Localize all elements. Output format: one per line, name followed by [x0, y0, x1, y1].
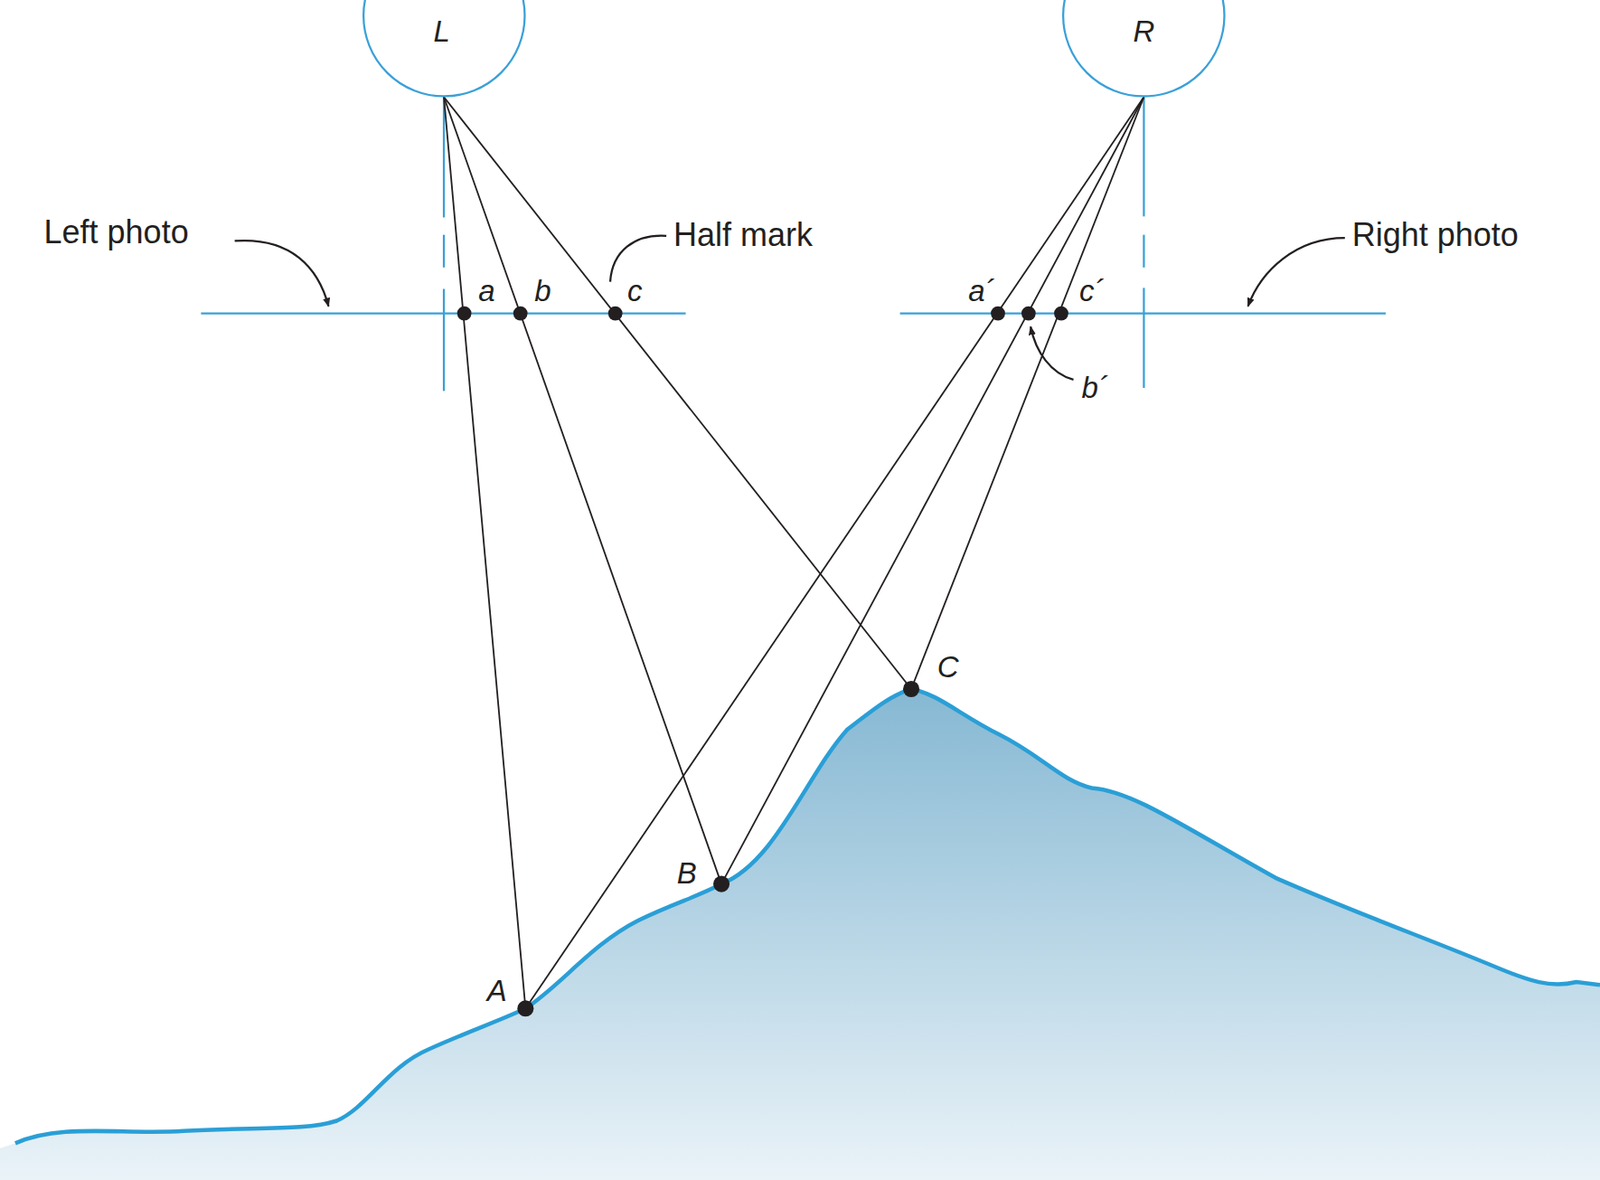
ground-point-label: C: [937, 651, 960, 682]
lens-label: L: [433, 15, 451, 46]
lens-circle: R: [1062, 0, 1226, 97]
lens-circle-outline: [1063, 0, 1224, 96]
photo-planes: [200, 96, 1386, 391]
callout-label: Half mark: [673, 218, 813, 252]
light-rays: [443, 96, 1144, 1008]
lens-outline: [362, 0, 527, 97]
terrain-outline: [15, 688, 1600, 1143]
image-point-label: b´: [1082, 371, 1109, 402]
ground-point-label: A: [487, 974, 508, 1005]
lens-circle: L: [362, 0, 527, 97]
image-point-label: a´: [968, 274, 995, 305]
lens-label: R: [1132, 15, 1155, 46]
photo-label: Left photo: [44, 216, 189, 249]
photo-label: Right photo: [1352, 218, 1519, 252]
ground-point-label: B: [677, 857, 697, 888]
image-point-label: c: [627, 274, 643, 305]
image-point-label: b: [534, 274, 551, 305]
lens-outline: [1062, 0, 1226, 97]
terrain: [0, 688, 1600, 1180]
lens-circle-outline: [363, 0, 525, 96]
image-point-label: a: [478, 274, 495, 305]
leader-lines: [235, 235, 1346, 380]
image-points: [457, 306, 1069, 1017]
image-point-label: c´: [1079, 274, 1105, 305]
